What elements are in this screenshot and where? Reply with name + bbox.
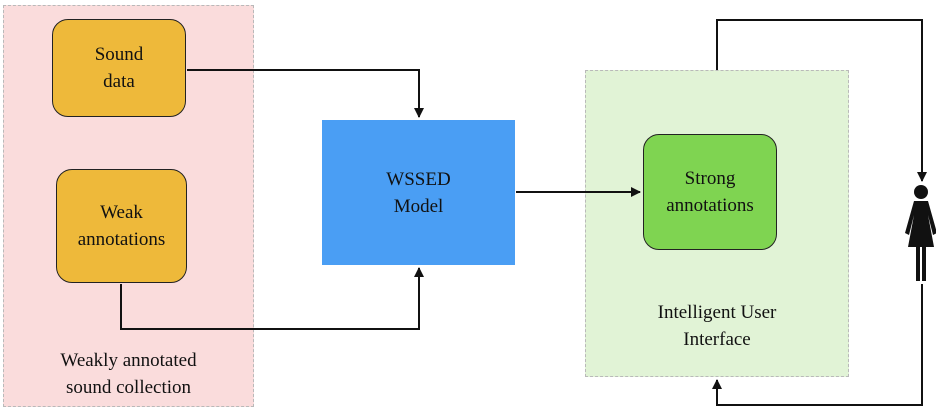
- person-icon: [905, 185, 936, 281]
- arrow-interface-to-user: [716, 19, 927, 182]
- wssed-model-node: WSSED Model: [322, 120, 515, 265]
- sound-data-node: Sound data: [52, 19, 186, 117]
- weak-collection-label: Weakly annotated sound collection: [60, 350, 197, 398]
- strong-annotations-node: Strong annotations: [643, 134, 777, 250]
- arrow-sound-to-model: [187, 69, 424, 118]
- arrow-weak-to-model: [120, 267, 424, 330]
- weak-annotations-node: Weak annotations: [56, 169, 187, 283]
- intelligent-ui-label: Intelligent User Interface: [657, 302, 777, 350]
- arrow-user-to-interface: [712, 284, 923, 406]
